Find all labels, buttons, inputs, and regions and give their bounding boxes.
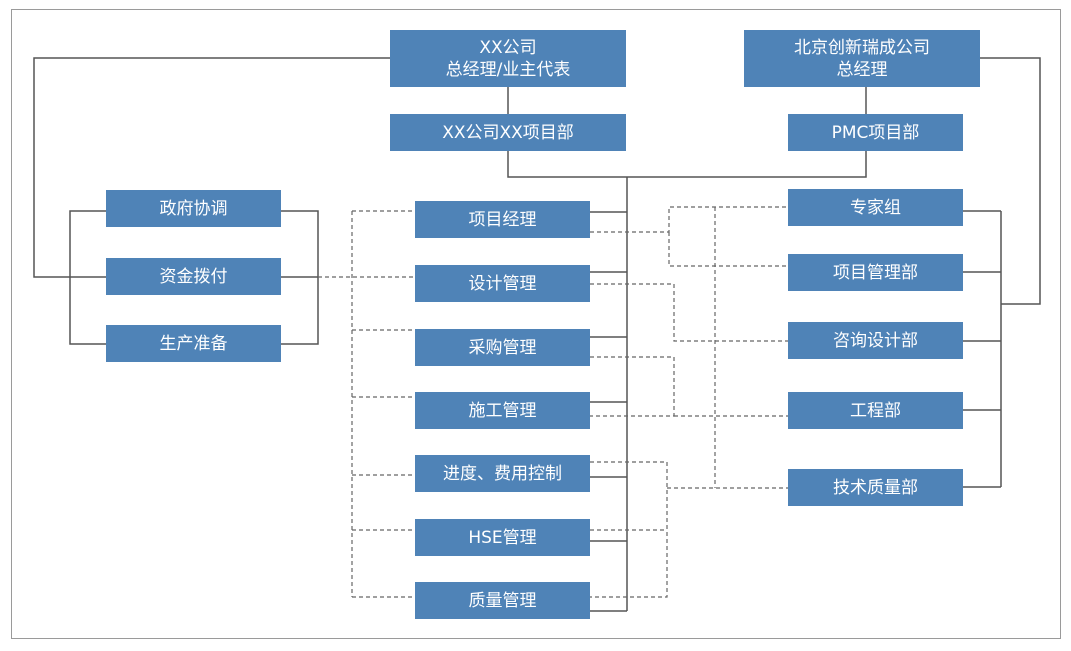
- owner-dept-to-spine: [507, 151, 867, 178]
- left-box-label: 资金拨付: [159, 266, 228, 287]
- owner-project-dept-label: XX公司XX项目部: [442, 122, 574, 143]
- pmc-project-dept-box: PMC项目部: [788, 114, 963, 151]
- right-box-label: 咨询设计部: [833, 330, 918, 351]
- left-bracket-outer: [69, 210, 106, 345]
- diagram-frame: [11, 9, 1061, 639]
- left-box-label: 政府协调: [159, 198, 228, 219]
- left-box-government: 政府协调: [106, 190, 281, 227]
- owner-to-left-group-line: [33, 57, 390, 278]
- owner-company-label: XX公司: [479, 37, 537, 58]
- right-box-tech-quality: 技术质量部: [788, 469, 963, 506]
- center-box-schedule-cost: 进度、费用控制: [415, 455, 590, 492]
- left-box-funding: 资金拨付: [106, 258, 281, 295]
- pmc-gm-box: 北京创新瑞成公司 总经理: [744, 30, 980, 87]
- pmc-to-right-group-line: [980, 57, 1041, 305]
- pmc-title-label: 总经理: [836, 59, 888, 80]
- center-box-hse: HSE管理: [415, 519, 590, 556]
- center-box-project-manager: 项目经理: [415, 201, 590, 238]
- right-box-experts: 专家组: [788, 189, 963, 226]
- center-box-construction: 施工管理: [415, 392, 590, 429]
- pmc-project-dept-label: PMC项目部: [831, 122, 920, 143]
- left-box-label: 生产准备: [159, 333, 228, 354]
- center-box-procurement: 采购管理: [415, 329, 590, 366]
- center-box-label: HSE管理: [468, 527, 537, 548]
- center-box-label: 质量管理: [468, 590, 537, 611]
- center-box-quality: 质量管理: [415, 582, 590, 619]
- right-box-label: 项目管理部: [833, 262, 918, 283]
- right-box-label: 专家组: [850, 197, 901, 218]
- right-box-consulting-design: 咨询设计部: [788, 322, 963, 359]
- owner-gm-box: XX公司 总经理/业主代表: [390, 30, 626, 87]
- owner-title-label: 总经理/业主代表: [445, 59, 571, 80]
- center-box-label: 项目经理: [468, 209, 537, 230]
- center-box-label: 进度、费用控制: [443, 463, 562, 484]
- right-box-engineering: 工程部: [788, 392, 963, 429]
- center-box-label: 设计管理: [468, 273, 537, 294]
- right-box-label: 工程部: [850, 400, 901, 421]
- right-box-project-mgmt: 项目管理部: [788, 254, 963, 291]
- right-box-label: 技术质量部: [833, 477, 918, 498]
- left-box-production: 生产准备: [106, 325, 281, 362]
- center-box-label: 施工管理: [468, 400, 537, 421]
- pmc-company-label: 北京创新瑞成公司: [794, 37, 930, 58]
- center-box-label: 采购管理: [468, 337, 537, 358]
- owner-project-dept-box: XX公司XX项目部: [390, 114, 626, 151]
- center-box-design: 设计管理: [415, 265, 590, 302]
